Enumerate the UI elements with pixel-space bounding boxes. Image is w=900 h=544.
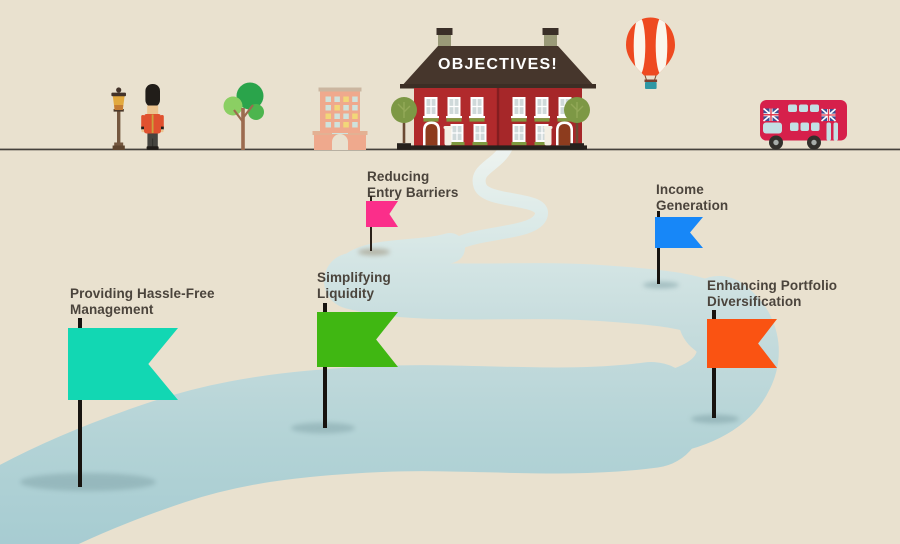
objective-label-reducing-entry-barriers: Reducing Entry Barriers (367, 169, 459, 200)
city-building-icon (312, 87, 368, 150)
lamppost-icon (111, 87, 126, 150)
double-decker-bus-icon (760, 100, 847, 150)
flag-pole (77, 318, 82, 487)
tree-icon (223, 82, 264, 150)
page-title: OBJECTIVES! (438, 56, 558, 73)
objective-label-simplifying-liquidity: Simplifying Liquidity (317, 270, 391, 301)
objective-label-income-generation: Income Generation (656, 182, 729, 213)
objective-label-hassle-free-management: Providing Hassle-Free Management (70, 286, 215, 317)
manor-house-icon (391, 28, 596, 150)
pole-shadows (20, 248, 739, 491)
royal-guard-icon (141, 84, 164, 150)
hot-air-balloon-icon (626, 17, 675, 89)
objective-label-portfolio-diversification: Enhancing Portfolio Diversification (707, 278, 838, 309)
